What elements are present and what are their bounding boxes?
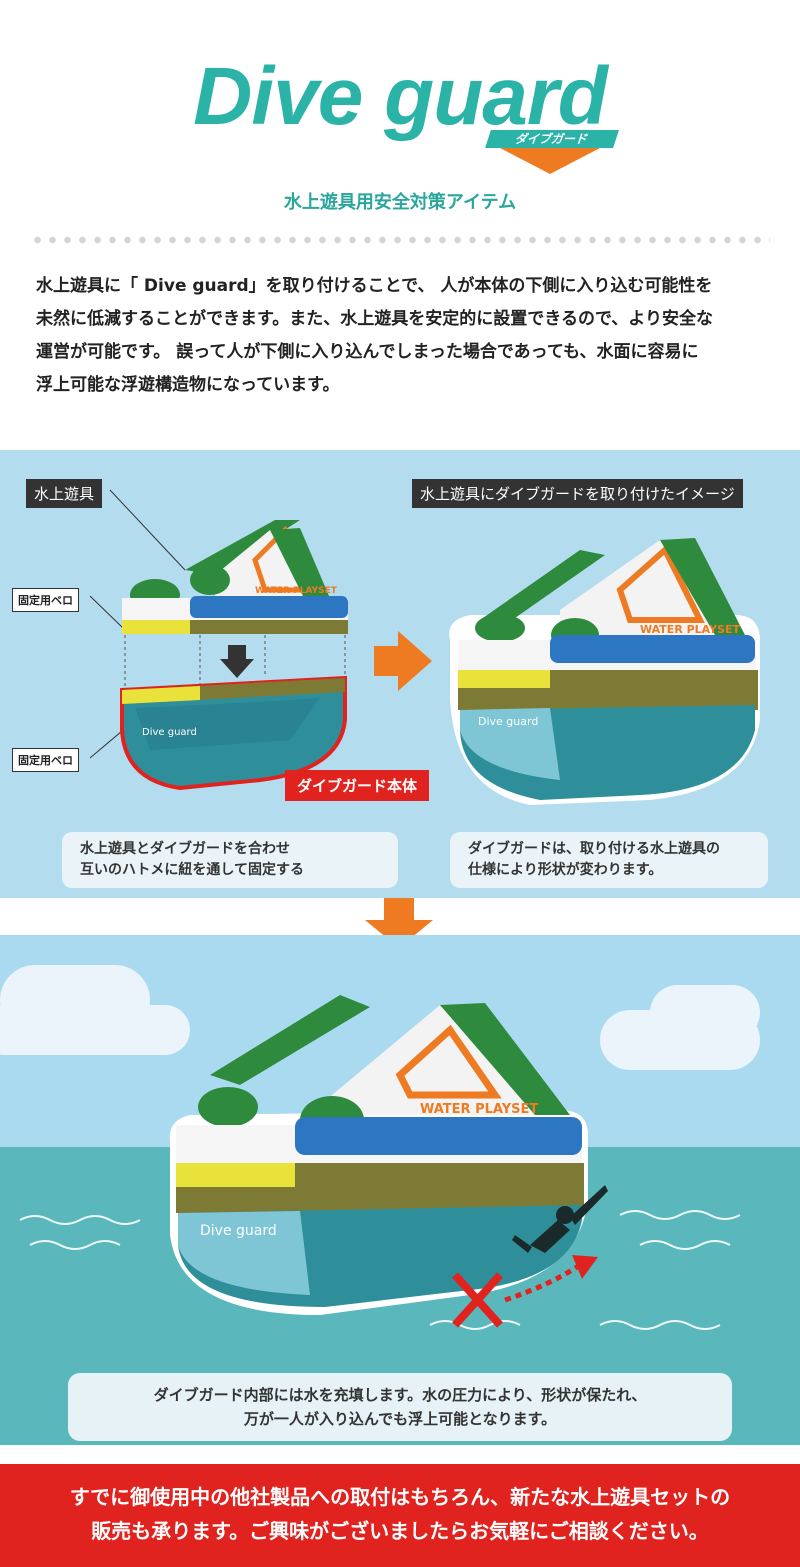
intro-line: 未然に低減することができます。また、水上遊具を安定的に設置できるので、より安全な (36, 309, 713, 329)
label-guard-body: ダイブガード本体 (285, 770, 430, 801)
label-fixing-flap-top: 固定用ベロ (12, 588, 79, 612)
intro-text: 水上遊具に「 Dive guard」を取り付けることで、 人が本体の下側に入り込… (36, 270, 772, 402)
note-line: 互いのハトメに紐を通して固定する (80, 862, 304, 878)
note-line: ダイブガードは、取り付ける水上遊具の (468, 841, 720, 857)
floating-section: WATER PLAYSET Dive guard ダイブガード内部には水を充填し… (0, 935, 800, 1445)
logo-title: Dive guard (193, 51, 608, 142)
dotted-divider (30, 236, 770, 244)
cloud-icon (0, 1005, 190, 1055)
guard-print-right: Dive guard (478, 715, 538, 728)
note-line: ダイブガード内部には水を充填します。水の圧力により、形状が保たれ、 (153, 1386, 647, 1404)
playset-print: WATER PLAYSET (255, 586, 338, 596)
playset-print-main: WATER PLAYSET (420, 1102, 538, 1117)
tagline: 水上遊具用安全対策アイテム (283, 192, 517, 213)
guard-print-main: Dive guard (200, 1223, 277, 1239)
assembly-illustration: WATER PLAYSET Dive guard WATER PLAYSET (89, 489, 760, 805)
note-floating: ダイブガード内部には水を充填します。水の圧力により、形状が保たれ、 万が一人が入… (68, 1373, 732, 1441)
footer-banner: すでに御使用中の他社製品への取付はもちろん、新たな水上遊具セットの 販売も承りま… (0, 1464, 800, 1567)
label-water-playset: 水上遊具 (26, 479, 103, 508)
logo: Dive guard ダイブガード (0, 40, 800, 180)
logo-subtitle: ダイブガード (485, 130, 619, 148)
footer-line: すでに御使用中の他社製品への取付はもちろん、新たな水上遊具セットの (69, 1485, 731, 1509)
playset-print-right: WATER PLAYSET (640, 623, 741, 636)
note-line: 水上遊具とダイブガードを合わせ (80, 841, 290, 857)
logo-chevron-icon (500, 148, 600, 174)
cloud-icon (650, 985, 760, 1040)
intro-line: 浮上可能な浮遊構造物になっています。 (36, 375, 340, 395)
guard-print-left: Dive guard (142, 727, 197, 738)
down-arrow-stem (384, 898, 414, 920)
footer-line: 販売も承ります。ご興味がございましたらお気軽にご相談ください。 (91, 1519, 709, 1543)
assembly-section: WATER PLAYSET Dive guard WATER PLAYSET (0, 450, 800, 898)
note-shape: ダイブガードは、取り付ける水上遊具の 仕様により形状が変わります。 (450, 832, 768, 888)
note-line: 仕様により形状が変わります。 (468, 862, 663, 878)
label-fixing-flap-bottom: 固定用ベロ (12, 748, 79, 772)
note-assembly: 水上遊具とダイブガードを合わせ 互いのハトメに紐を通して固定する (62, 832, 398, 888)
label-attached-image: 水上遊具にダイブガードを取り付けたイメージ (412, 479, 743, 508)
intro-line: 水上遊具に「 Dive guard」を取り付けることで、 人が本体の下側に入り込… (36, 276, 713, 296)
note-line: 万が一人が入り込んでも浮上可能となります。 (243, 1410, 557, 1428)
floating-illustration: WATER PLAYSET Dive guard (19, 995, 741, 1330)
intro-line: 運営が可能です。 誤って人が下側に入り込んでしまった場合であっても、水面に容易に (36, 342, 699, 362)
